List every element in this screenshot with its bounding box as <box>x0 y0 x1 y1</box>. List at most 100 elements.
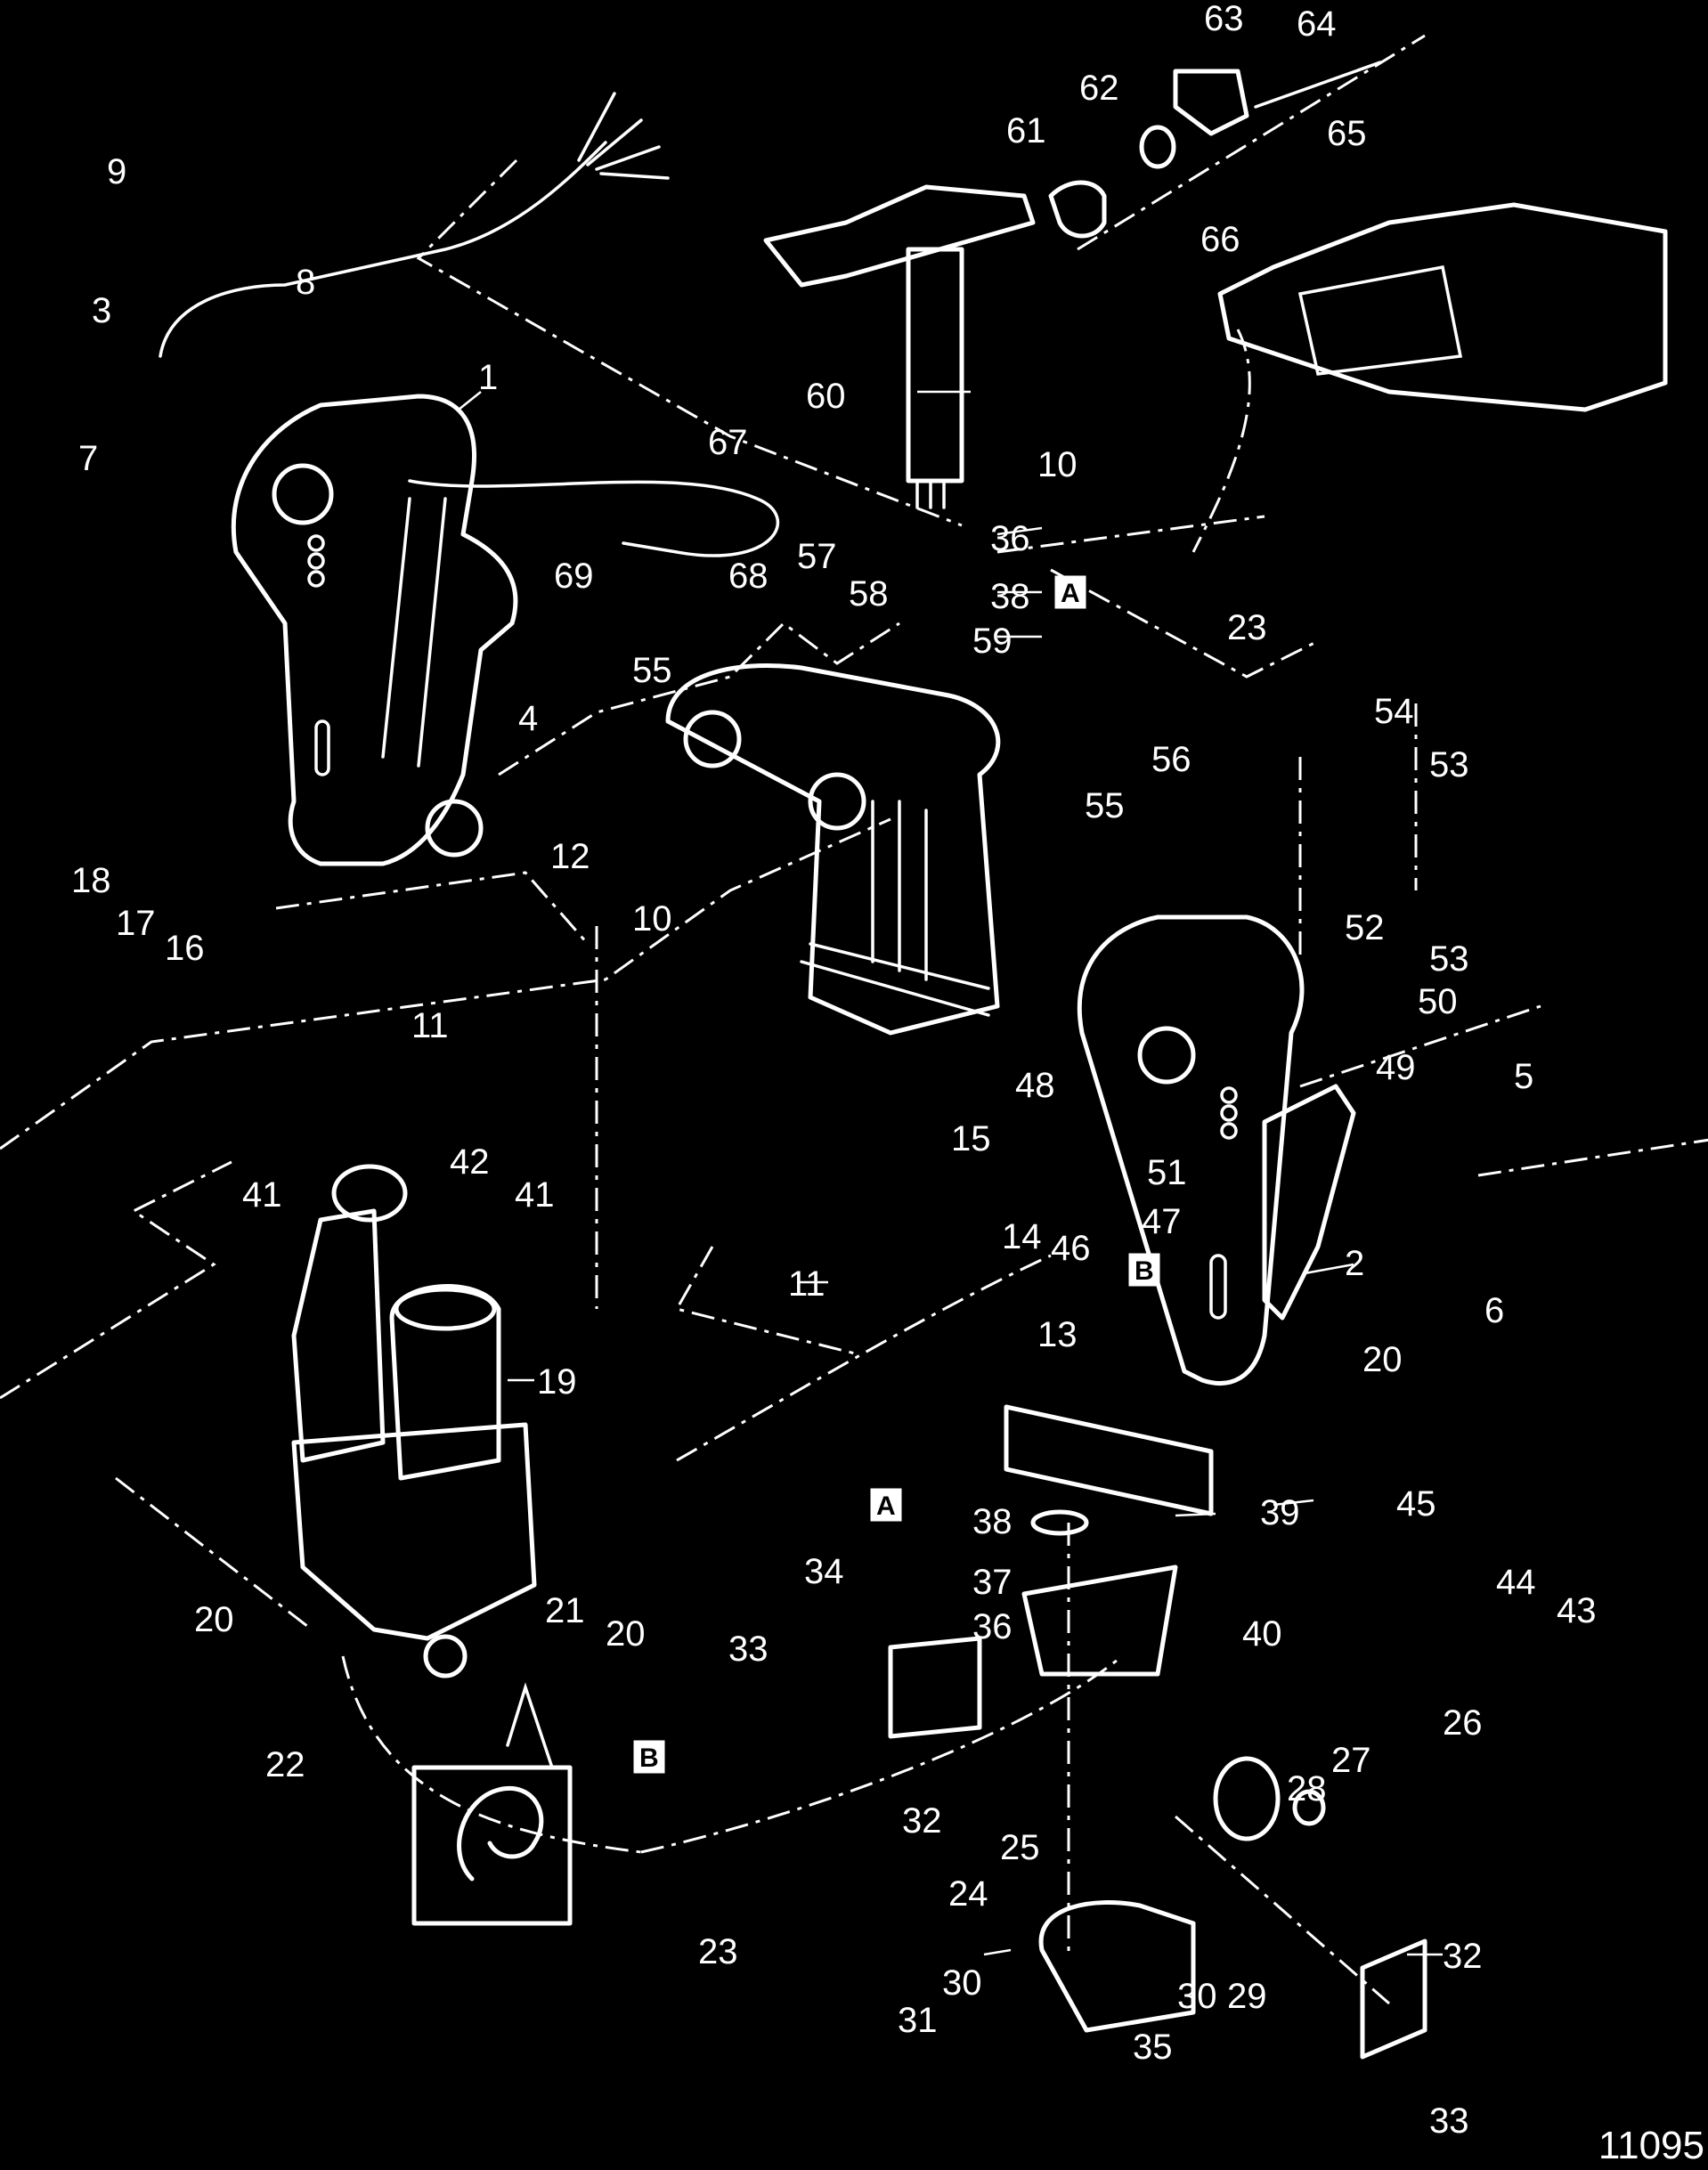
lower-center-parts <box>888 1404 1427 2060</box>
callout-6: 6 <box>1484 1291 1504 1330</box>
callout-4: 4 <box>518 699 538 738</box>
swivel-bracket <box>665 663 1001 1036</box>
callout-25: 25 <box>1000 1828 1040 1867</box>
assembly-lines <box>0 34 1708 2005</box>
callout-34: 34 <box>804 1552 844 1591</box>
callout-43: 43 <box>1557 1591 1597 1630</box>
callout-40: 40 <box>1242 1614 1282 1654</box>
callout-69: 69 <box>554 557 594 596</box>
callout-15: 15 <box>951 1119 991 1158</box>
ref-box-A-bottom-label: A <box>876 1491 896 1521</box>
callout-27: 27 <box>1331 1741 1371 1780</box>
tilt-motor-assembly <box>291 1164 537 1678</box>
callout-18: 18 <box>71 861 111 900</box>
callout-21: 21 <box>545 1591 585 1630</box>
callout-19: 19 <box>537 1362 577 1402</box>
steering-arm <box>763 184 1036 509</box>
callout-50: 50 <box>1418 982 1458 1021</box>
callout-67: 67 <box>708 423 748 462</box>
ref-box-A-top-label: A <box>1061 579 1080 608</box>
callout-16: 16 <box>165 929 205 968</box>
callout-29: 29 <box>1227 1977 1267 2016</box>
callout-28: 28 <box>1287 1769 1327 1808</box>
callout-38-bot: 38 <box>972 1502 1013 1541</box>
callout-17: 17 <box>116 904 156 943</box>
reference-boxes: A A B B <box>633 575 1160 1774</box>
callout-54: 54 <box>1374 692 1414 731</box>
callout-11-right: 11 <box>788 1264 826 1304</box>
callout-13: 13 <box>1037 1315 1078 1354</box>
callout-numbers: 63 64 62 61 65 66 9 8 3 1 7 67 60 10 36 … <box>71 0 1597 2141</box>
callout-48: 48 <box>1015 1066 1055 1105</box>
callout-55-mid: 55 <box>1085 786 1125 825</box>
callout-12: 12 <box>550 837 590 876</box>
callout-58: 58 <box>849 574 889 614</box>
callout-59: 59 <box>972 622 1013 661</box>
callout-56: 56 <box>1151 740 1192 779</box>
figure-number: 11095 <box>1598 2124 1704 2167</box>
callout-47: 47 <box>1142 1202 1182 1241</box>
callout-63: 63 <box>1204 0 1244 38</box>
callout-41-right: 41 <box>515 1175 555 1215</box>
callout-68: 68 <box>728 557 769 596</box>
callout-5: 5 <box>1514 1057 1533 1096</box>
callout-57: 57 <box>797 537 837 576</box>
callout-30-left: 30 <box>942 1963 982 2003</box>
callout-36-bot: 36 <box>972 1607 1013 1646</box>
callout-20-left: 20 <box>194 1600 234 1639</box>
callout-51: 51 <box>1147 1153 1187 1192</box>
callout-64: 64 <box>1297 4 1337 44</box>
callout-52: 52 <box>1345 908 1385 947</box>
callout-2: 2 <box>1345 1244 1364 1283</box>
leader-lines <box>458 390 1443 1956</box>
callout-31: 31 <box>898 2001 938 2040</box>
callout-38-top: 38 <box>990 577 1030 616</box>
ref-box-B-left <box>633 1740 665 1774</box>
callout-45: 45 <box>1396 1484 1436 1524</box>
callout-53-top: 53 <box>1429 745 1469 784</box>
callout-61: 61 <box>1006 111 1046 150</box>
callout-32-left: 32 <box>902 1801 942 1841</box>
callout-49: 49 <box>1376 1048 1416 1087</box>
clamp-bracket-left <box>231 394 518 866</box>
callout-42: 42 <box>450 1142 490 1182</box>
callout-39: 39 <box>1260 1493 1300 1532</box>
callout-35: 35 <box>1133 2028 1173 2067</box>
callout-14: 14 <box>1002 1217 1042 1256</box>
callout-41-left: 41 <box>242 1175 282 1215</box>
callout-9: 9 <box>107 152 126 191</box>
callout-20-mid: 20 <box>606 1614 646 1654</box>
callout-8: 8 <box>296 263 315 302</box>
callout-7: 7 <box>78 439 98 478</box>
ref-box-B-right <box>1128 1253 1160 1287</box>
callout-10-top: 10 <box>1037 445 1078 484</box>
callout-33-left: 33 <box>728 1630 769 1669</box>
ref-box-A-bottom <box>870 1488 902 1522</box>
callout-10-mid: 10 <box>632 899 672 939</box>
wiring-harness <box>159 92 780 557</box>
callout-33-right: 33 <box>1429 2101 1469 2141</box>
clamp-bracket-right <box>1077 914 1356 1386</box>
ref-box-A-top <box>1054 575 1086 609</box>
callout-55-top: 55 <box>632 651 672 690</box>
callout-36-top: 36 <box>990 519 1030 558</box>
callout-60: 60 <box>806 377 846 416</box>
callout-20-right: 20 <box>1362 1340 1403 1379</box>
ref-box-B-left-label: B <box>639 1743 659 1773</box>
callout-65: 65 <box>1327 114 1367 153</box>
callout-11-left: 11 <box>411 1006 449 1045</box>
engine-mount-housing <box>1048 61 1668 412</box>
callout-53-bot: 53 <box>1429 939 1469 979</box>
ref-box-B-right-label: B <box>1135 1256 1154 1286</box>
callout-3: 3 <box>92 291 111 330</box>
callout-46: 46 <box>1051 1229 1091 1268</box>
callout-30-right: 30 <box>1177 1977 1217 2016</box>
callout-44: 44 <box>1496 1563 1536 1602</box>
callout-23-top: 23 <box>1227 608 1267 647</box>
callout-37: 37 <box>972 1563 1013 1602</box>
callout-24: 24 <box>948 1874 988 1914</box>
callout-66: 66 <box>1200 220 1240 259</box>
callout-23-bot: 23 <box>698 1932 738 1971</box>
callout-22: 22 <box>265 1745 305 1784</box>
